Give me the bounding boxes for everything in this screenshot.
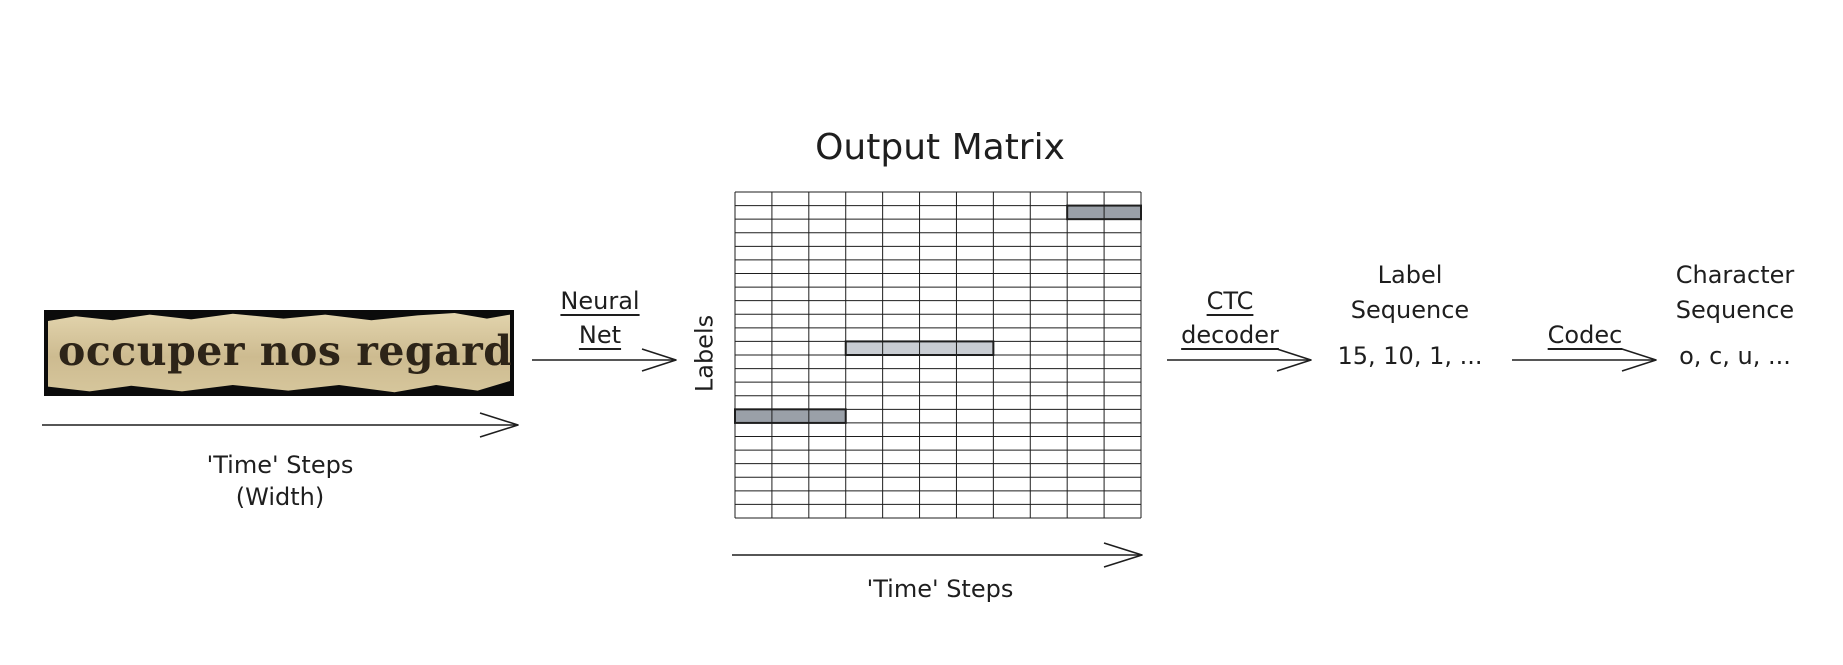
character-sequence-title-line1: Character: [1675, 261, 1795, 289]
label-sequence-title-line2: Sequence: [1350, 296, 1470, 324]
matrix-time-arrow: [732, 542, 1143, 568]
character-sequence-value: o, c, u, ...: [1679, 342, 1791, 370]
paper-strip: [48, 313, 510, 393]
character-sequence-title-line2: Sequence: [1675, 296, 1795, 324]
input-image-text: occuper nos regards.: [58, 327, 514, 375]
ctc-label-line1: CTC: [1206, 287, 1254, 315]
input-time-arrow: [42, 412, 519, 438]
ctc-decoder-arrow: [1167, 348, 1312, 372]
ctc-label-line2: decoder: [1181, 321, 1279, 349]
neural-net-label-line1: Neural: [560, 287, 640, 315]
input-caption-line2: (Width): [235, 483, 325, 511]
neural-net-label-line2: Net: [578, 321, 622, 349]
matrix-title: Output Matrix: [815, 127, 1065, 168]
neural-net-arrow: [532, 348, 677, 372]
label-sequence-value: 15, 10, 1, ...: [1337, 342, 1483, 370]
output-matrix-grid: [734, 191, 1143, 519]
codec-arrow: [1512, 348, 1657, 372]
input-caption-line1: 'Time' Steps: [206, 451, 354, 479]
input-text-image: occuper nos regards.: [44, 310, 514, 396]
matrix-highlight-2: [734, 408, 847, 424]
matrix-x-label: 'Time' Steps: [866, 575, 1014, 603]
matrix-y-label: Labels: [690, 314, 719, 393]
label-sequence-title-line1: Label: [1377, 261, 1443, 289]
codec-label: Codec: [1547, 321, 1623, 349]
